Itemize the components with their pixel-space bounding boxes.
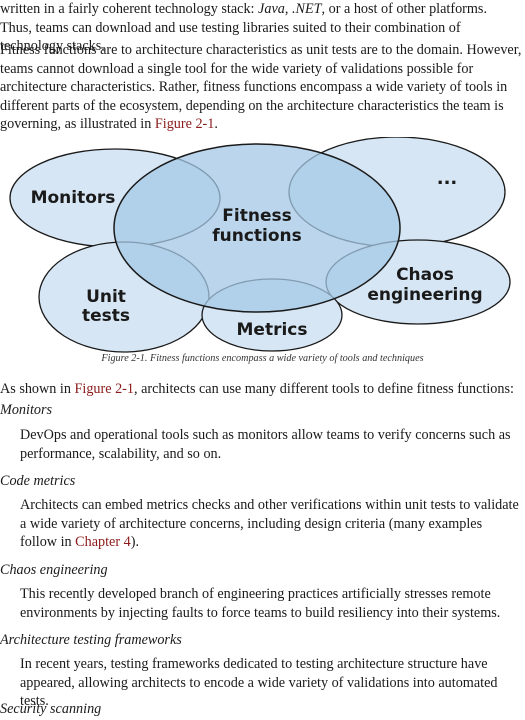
term-security-scanning: Security scanning [0,701,102,717]
fitness-label-line1: Fitness [222,206,291,226]
chaos-label-line1: Chaos [396,265,454,285]
def-code-metrics: Architects can embed metrics checks and … [20,496,522,552]
intro-text-start: written in a fairly coherent technology … [0,1,259,17]
metrics-label: Metrics [237,320,308,340]
figure-link[interactable]: Figure 2-1 [154,116,215,132]
def-chaos-engineering: This recently developed branch of engine… [20,586,501,621]
unit-label-line1: Unit [86,287,126,307]
intro-text-end: , or a host of other platforms. Thus, te… [0,1,487,54]
unit-label-line2: tests [82,306,130,326]
intro-java: Java [258,1,285,17]
tools-paragraph: As shown in Figure 2-1, architects can u… [0,380,522,399]
def-architecture-testing: In recent years, testing frameworks dedi… [20,656,498,709]
fitness-label-line2: functions [212,226,302,246]
def-monitors: DevOps and operational tools such as mon… [20,427,511,462]
tools-paragraph-start: As shown in [0,381,75,397]
chapter-link[interactable]: Chapter 4 [75,534,131,550]
ellipsis-label: ... [437,168,458,189]
def-code-metrics-text: Architects can embed metrics checks and … [20,497,519,550]
fitness-functions-ellipse [113,143,401,313]
fitness-paragraph: Fitness functions are to architecture ch… [0,41,522,134]
term-code-metrics: Code metrics [0,473,76,489]
intro-paragraph: written in a fairly coherent technology … [0,0,522,56]
chaos-label-line2: engineering [367,285,482,305]
fitness-functions-diagram: Monitors ... Fitness functions Unit test… [9,137,511,353]
figure-link-2[interactable]: Figure 2-1 [74,381,135,397]
figure-caption: Figure 2-1. Fitness functions encompass … [101,353,424,364]
intro-net: .NET [291,1,322,17]
def-code-metrics-end: ). [130,534,140,550]
tools-paragraph-end: , architects can use many different tool… [134,381,514,397]
term-architecture-testing: Architecture testing frameworks [0,632,182,648]
term-monitors: Monitors [0,402,53,418]
fitness-paragraph-end: . [214,116,218,132]
monitors-label: Monitors [31,188,116,208]
term-chaos-engineering: Chaos engineering [0,562,108,578]
intro-separator: , [284,1,292,17]
fitness-paragraph-text: Fitness functions are to architecture ch… [0,42,522,132]
